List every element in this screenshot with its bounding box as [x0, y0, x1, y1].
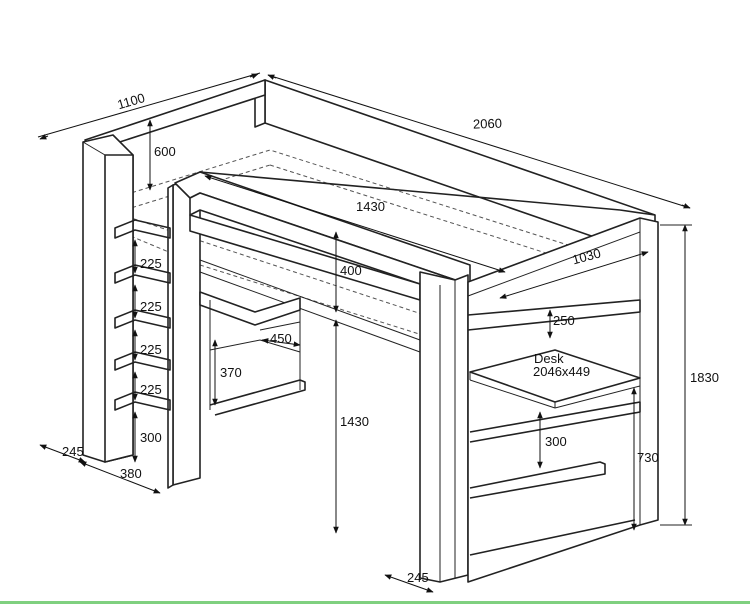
- dim-step-3: 225: [140, 342, 162, 357]
- dim-length-top: 2060: [473, 116, 502, 132]
- under-shelf-unit: [199, 291, 306, 416]
- desk-label: Desk: [534, 351, 564, 366]
- dim-ladder-width: 380: [120, 466, 142, 481]
- dimension-labels: 1100 2060 600 1430 1030 400 225 225 225 …: [62, 90, 719, 585]
- dim-under-height: 1430: [340, 414, 369, 429]
- dim-rail-height: 600: [154, 144, 176, 159]
- dim-top-shelf: 250: [553, 313, 575, 328]
- dim-front-panel-height: 400: [340, 263, 362, 278]
- desk-size: 2046x449: [533, 364, 590, 379]
- dimension-lines: [37, 72, 692, 593]
- dim-inner-length: 1430: [356, 199, 385, 214]
- dim-step-1: 225: [140, 256, 162, 271]
- dim-step-2: 225: [140, 299, 162, 314]
- bottom-edge-bar: [0, 601, 750, 604]
- dim-inner-width: 1030: [571, 245, 603, 267]
- dim-step-4: 225: [140, 382, 162, 397]
- dim-total-height: 1830: [690, 370, 719, 385]
- dim-ladder-bottom: 300: [140, 430, 162, 445]
- dim-width-top: 1100: [116, 90, 147, 112]
- dim-desk-height: 730: [637, 450, 659, 465]
- dim-leg-depth: 245: [407, 570, 429, 585]
- bookcase-shelves: [467, 299, 641, 556]
- dim-mid-shelf: 300: [545, 434, 567, 449]
- dim-shelf-depth: 450: [270, 331, 292, 346]
- dim-shelf-height: 370: [220, 365, 242, 380]
- dim-ladder-depth: 245: [62, 444, 84, 459]
